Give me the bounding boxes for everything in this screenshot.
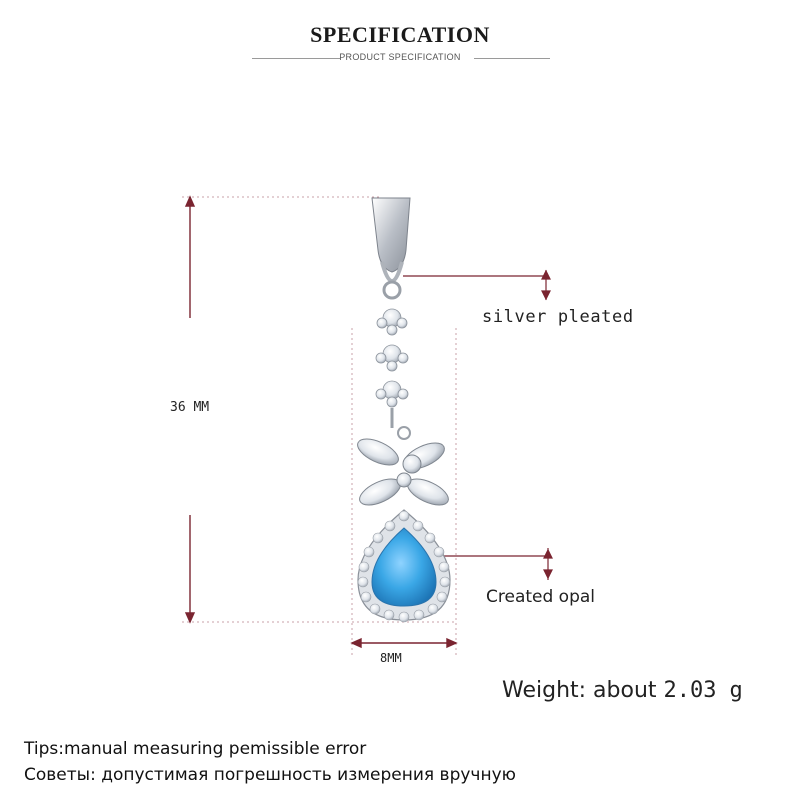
tips-english: Tips:manual measuring pemissible error bbox=[24, 739, 367, 759]
spec-title: SPECIFICATION bbox=[310, 22, 490, 47]
guide-lines bbox=[182, 196, 457, 655]
tips-russian: Советы: допустимая погрешность измерения… bbox=[24, 765, 516, 785]
pendant-bail bbox=[371, 197, 411, 300]
opal-stone bbox=[371, 527, 437, 607]
crystal-chain bbox=[375, 308, 411, 440]
marquise-flower bbox=[357, 438, 449, 506]
weight-label: Weight: about bbox=[502, 678, 657, 703]
height-label: 36 MM bbox=[170, 400, 210, 415]
stone-label: Created opal bbox=[486, 587, 596, 607]
height-dimension bbox=[184, 195, 196, 624]
cluster-1 bbox=[376, 308, 408, 336]
weight-unit: g bbox=[729, 678, 743, 703]
width-label: 8MM bbox=[380, 651, 402, 665]
spec-subtitle: PRODUCT SPECIFICATION bbox=[339, 52, 461, 62]
bail-label: silver pleated bbox=[482, 307, 634, 327]
subtitle-line-right bbox=[474, 58, 550, 59]
bail-callout bbox=[403, 269, 551, 301]
cluster-2 bbox=[375, 344, 409, 372]
opal-callout bbox=[410, 548, 553, 580]
cluster-3 bbox=[375, 380, 409, 408]
halo-stones bbox=[357, 510, 451, 623]
width-dimension bbox=[350, 637, 458, 649]
subtitle-line-left bbox=[252, 58, 340, 59]
weight-line: Weight: about 2.03 g bbox=[502, 678, 743, 703]
weight-value: 2.03 bbox=[663, 678, 717, 703]
opal-halo bbox=[357, 509, 451, 623]
